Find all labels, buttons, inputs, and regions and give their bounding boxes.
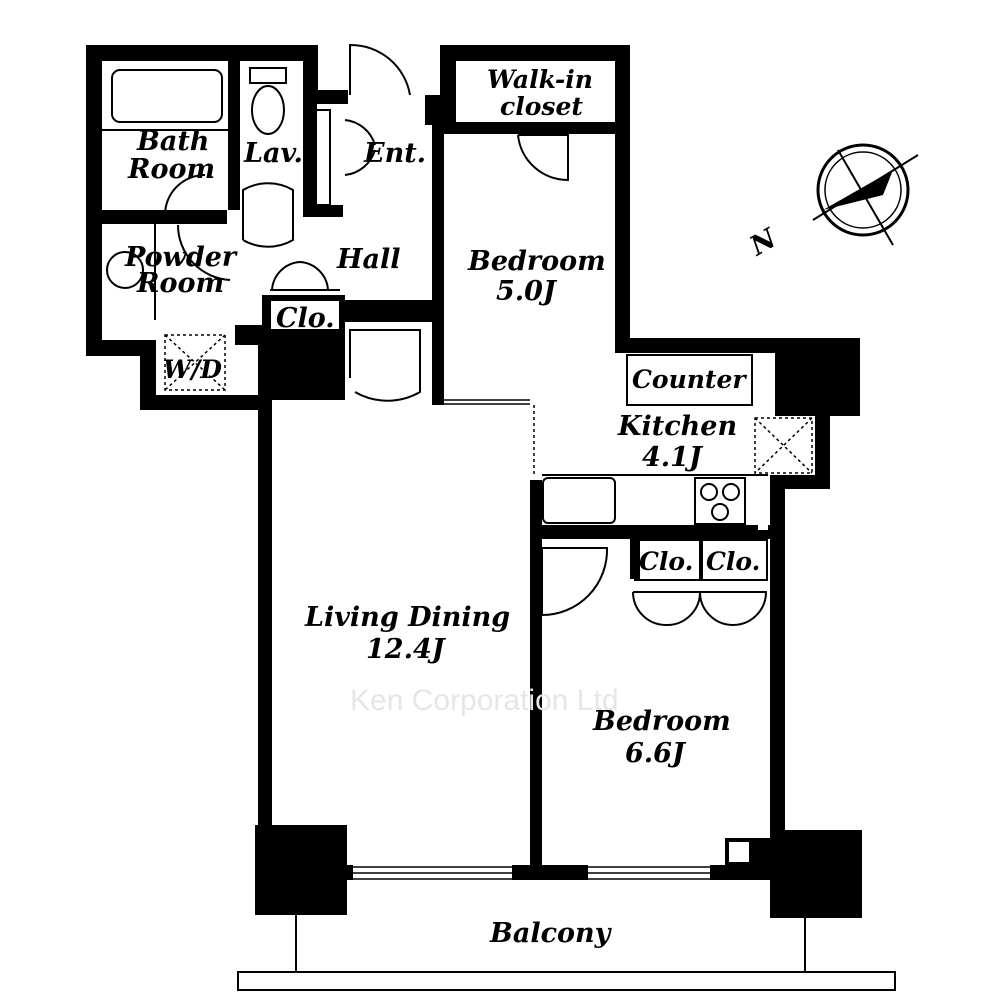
hall-label: Hall (336, 244, 401, 275)
powder-room-label-1: Powder (124, 242, 238, 273)
walk-in-closet-label-1: Walk-in (487, 65, 593, 94)
toilet-tank (249, 67, 287, 84)
wall-openings (102, 326, 774, 862)
powder-door (176, 224, 231, 281)
entrance-label: Ent. (363, 138, 426, 169)
watermark: Ken Corporation Ltd (350, 684, 619, 717)
shoe-cabinet-doors (344, 119, 376, 176)
fixtures (102, 67, 768, 525)
north-label: N (744, 222, 783, 262)
bath-door (160, 174, 215, 216)
shoe-cabinet (315, 109, 331, 206)
hall-closet-label: Clo. (276, 303, 335, 334)
counter-box (626, 354, 753, 406)
living-dining-size: 12.4J (366, 634, 447, 665)
sink (542, 477, 616, 524)
compass-icon (812, 143, 919, 246)
bedroom2-door (541, 547, 609, 617)
lav-label: Lav. (243, 138, 303, 169)
kitchen-size: 4.1J (642, 442, 704, 473)
bath-label-2: Room (127, 154, 215, 185)
lav-door (242, 182, 294, 248)
windows (353, 399, 710, 880)
room-labels: Bath Room Lav. Ent. Walk-in closet Powde… (124, 65, 760, 949)
balcony-outline (237, 915, 896, 991)
closet-b-label: Clo. (706, 547, 760, 576)
closet-door (517, 134, 569, 182)
walk-in-closet-label-2: closet (500, 92, 583, 121)
living-dining-name: Living Dining (304, 602, 510, 633)
dashed-areas (164, 334, 813, 475)
entry-door-arc (349, 43, 411, 96)
washer-dryer-pan (164, 334, 226, 391)
bedroom-2-size: 6.6J (625, 738, 687, 769)
toilet-bowl (251, 85, 285, 135)
bathtub (111, 69, 223, 123)
counter-label: Counter (632, 365, 747, 394)
stove (694, 477, 746, 525)
doors (160, 43, 768, 627)
balcony-label: Balcony (489, 918, 613, 949)
bedroom-1-size: 5.0J (496, 276, 558, 307)
powder-room-label-2: Room (136, 268, 224, 299)
bath-label-1: Bath (136, 126, 209, 157)
living-door (349, 329, 421, 402)
closet-a-label: Clo. (639, 547, 693, 576)
bedroom-1-name: Bedroom (467, 246, 606, 277)
bedroom-2-name: Bedroom (592, 706, 731, 737)
washer-dryer-label: W/D (163, 355, 222, 384)
hall-closet-doors (270, 260, 340, 291)
closet-doors (632, 591, 767, 627)
kitchen-name: Kitchen (617, 411, 737, 442)
